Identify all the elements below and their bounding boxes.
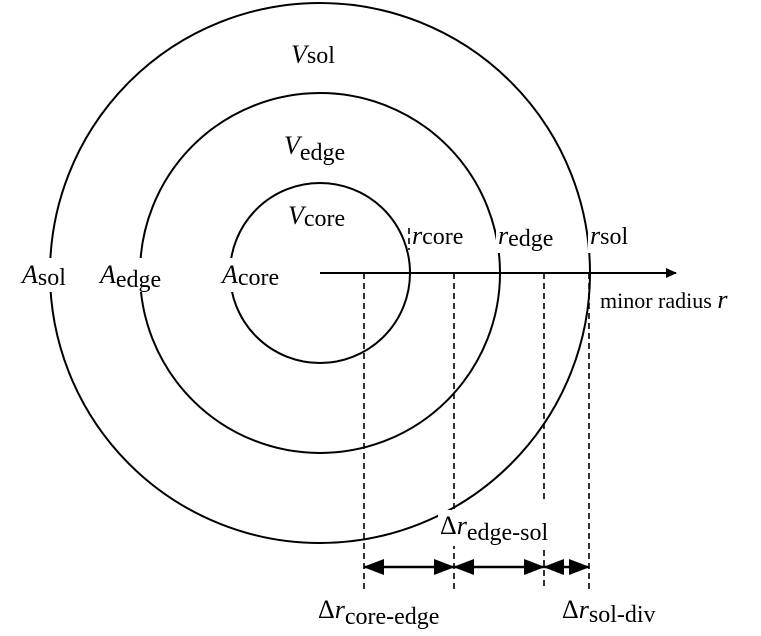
r-core-label: rcore (412, 221, 463, 250)
r-edge-label-bg (496, 219, 566, 253)
r-sol-label-bg (588, 219, 638, 253)
a-core-label: Acore (220, 260, 279, 291)
a-core-label-bg (220, 258, 265, 292)
delta-edge-sol-label-bg (438, 510, 564, 546)
a-edge-label: Aedge (98, 260, 161, 293)
v-edge-label: Vedge (284, 131, 345, 166)
a-edge-label-bg (98, 258, 176, 292)
a-sol-label-bg (20, 258, 76, 292)
r-edge-label: redge (498, 221, 553, 252)
v-sol-label: Vsol (291, 40, 335, 69)
minor-radius-axis-label: minor radius r (600, 285, 728, 314)
r-core-label-bg (410, 219, 490, 253)
delta-core-edge-label: Δrcore-edge (318, 595, 439, 630)
delta-edge-sol-label: Δredge-sol (440, 511, 548, 546)
a-sol-label: Asol (20, 260, 66, 291)
v-core-label: Vcore (288, 201, 345, 232)
r-sol-label: rsol (590, 221, 628, 250)
delta-sol-div-label: Δrsol-div (562, 595, 656, 628)
